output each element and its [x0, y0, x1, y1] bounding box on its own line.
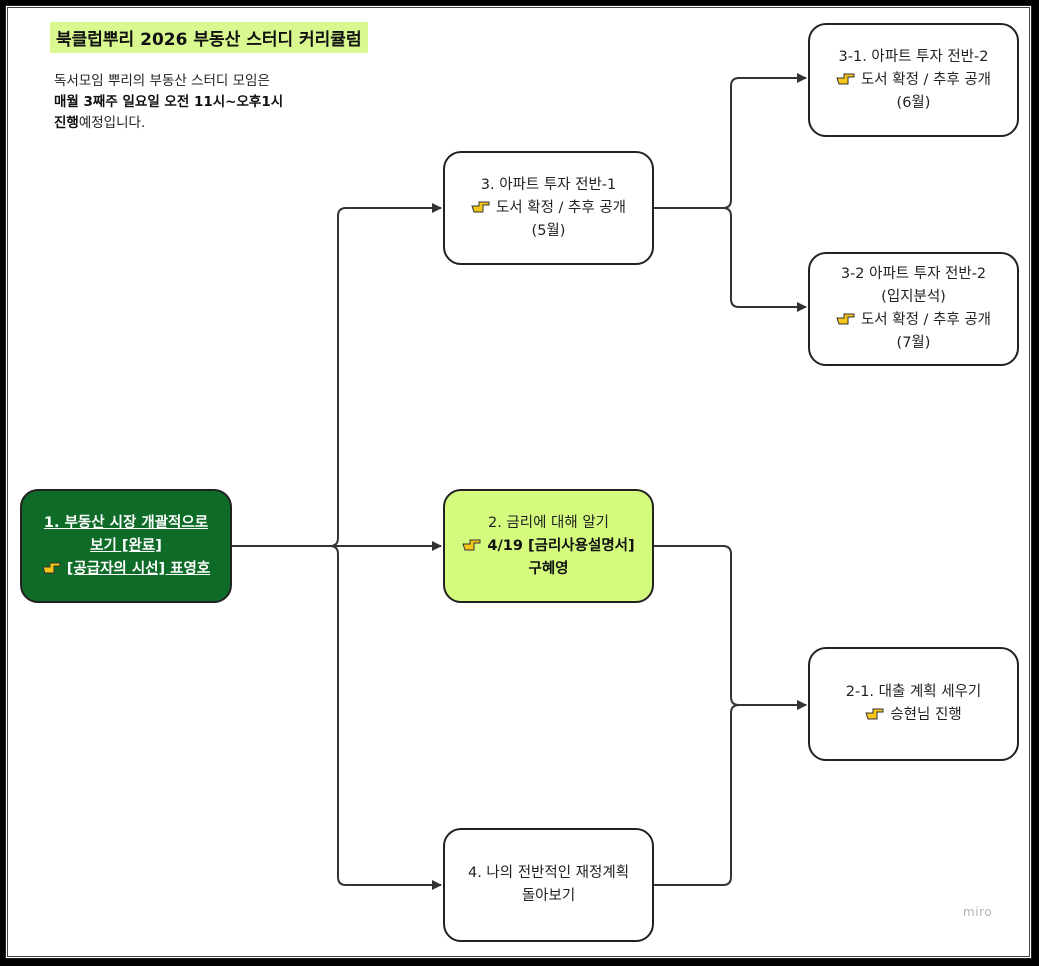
node-3-1-apartment-investing-2[interactable]: 3-1. 아파트 투자 전반-2 도서 확정 / 추후 공개 (6월) — [808, 23, 1019, 137]
node-1-market-overview[interactable]: 1. 부동산 시장 개괄적으로 보기 [완료] [공급자의 시선] 표영호 — [20, 489, 232, 603]
node-3-line-3: (5월) — [531, 222, 566, 239]
intro-line-3: 진행예정입니다. — [54, 113, 283, 134]
pointing-hand-icon — [865, 708, 884, 720]
node-4-financial-plan[interactable]: 4. 나의 전반적인 재정계획 돌아보기 — [443, 828, 654, 942]
node-2-1-line-2: 승현님 진행 — [865, 704, 962, 727]
node-3-1-line-3: (6월) — [896, 94, 931, 111]
intro-line-1: 독서모임 뿌리의 부동산 스터디 모임은 — [54, 73, 270, 89]
page-title: 북클럽뿌리 2026 부동산 스터디 커리큘럼 — [50, 22, 368, 53]
node-2-1-line-1: 2-1. 대출 계획 세우기 — [845, 684, 982, 700]
node-2-interest-rates[interactable]: 2. 금리에 대해 알기 4/19 [금리사용설명서] 구혜영 — [443, 489, 654, 603]
node-3-2-line-2: (입지분석) — [881, 289, 946, 305]
intro-line-2: 매월 3째주 일요일 오전 11시~오후1시 — [54, 94, 284, 110]
intro-line-3-rest: 예정입니다. — [78, 115, 146, 131]
miro-watermark: miro — [963, 905, 993, 919]
node-1-line-3: [공급자의 시선] 표영호 — [42, 558, 210, 581]
pointing-hand-icon — [836, 313, 855, 325]
node-2-line-2: 4/19 [금리사용설명서] — [462, 535, 635, 558]
node-4-line-2: 돌아보기 — [521, 888, 576, 904]
node-3-2-line-3: 도서 확정 / 추후 공개 — [836, 309, 991, 332]
node-3-line-1: 3. 아파트 투자 전반-1 — [480, 176, 617, 193]
pointing-hand-icon — [471, 201, 490, 212]
board-canvas — [5, 5, 1032, 959]
node-2-line-3: 구혜영 — [528, 560, 569, 577]
node-3-1-line-2: 도서 확정 / 추후 공개 — [836, 69, 991, 92]
node-3-line-2: 도서 확정 / 추후 공개 — [471, 197, 626, 220]
node-3-apartment-investing-1[interactable]: 3. 아파트 투자 전반-1 도서 확정 / 추후 공개 (5월) — [443, 151, 654, 265]
node-3-2-line-4: (7월) — [896, 335, 931, 351]
node-4-line-1: 4. 나의 전반적인 재정계획 — [467, 865, 630, 881]
node-3-1-line-1: 3-1. 아파트 투자 전반-2 — [838, 48, 989, 65]
pointing-hand-icon — [836, 73, 855, 84]
intro-text: 독서모임 뿌리의 부동산 스터디 모임은 매월 3째주 일요일 오전 11시~오… — [54, 71, 283, 134]
intro-line-3-bold: 진행 — [54, 115, 79, 131]
node-3-2-location-analysis[interactable]: 3-2 아파트 투자 전반-2 (입지분석) 도서 확정 / 추후 공개 (7월… — [808, 252, 1019, 366]
node-2-line-1: 2. 금리에 대해 알기 — [487, 514, 610, 531]
node-3-2-line-1: 3-2 아파트 투자 전반-2 — [840, 266, 987, 282]
pointing-hand-icon — [462, 539, 481, 550]
node-1-line-2: 보기 [완료] — [90, 537, 162, 554]
node-2-1-loan-plan[interactable]: 2-1. 대출 계획 세우기 승현님 진행 — [808, 647, 1019, 761]
node-1-line-1: 1. 부동산 시장 개괄적으로 — [43, 514, 209, 531]
pointing-hand-icon — [42, 562, 61, 573]
